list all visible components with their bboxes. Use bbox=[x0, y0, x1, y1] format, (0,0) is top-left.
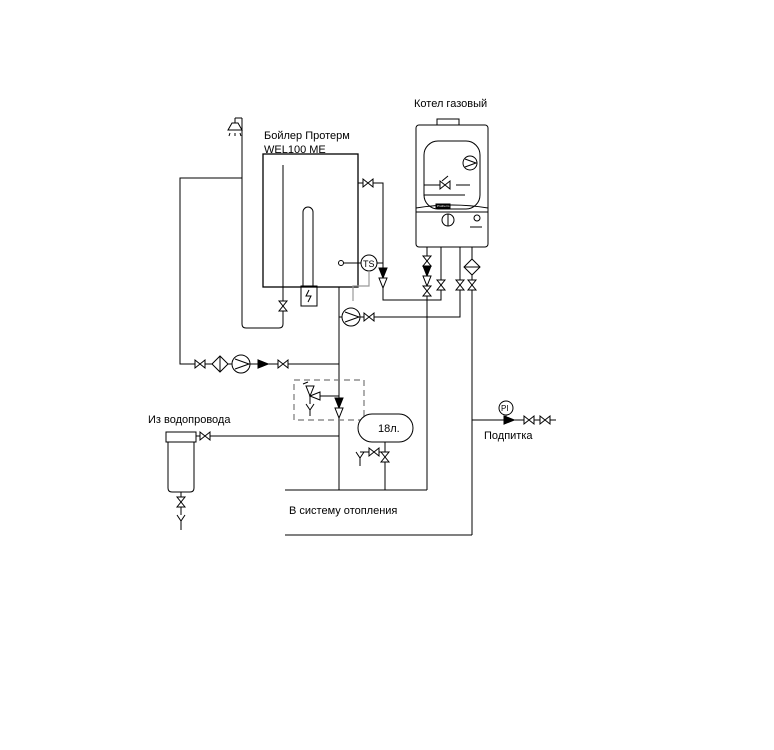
boiler-connection-valves bbox=[421, 247, 481, 535]
coil-return-valve-icon bbox=[363, 311, 375, 323]
electric-heater-icon bbox=[305, 289, 312, 303]
temperature-sensor: TS bbox=[360, 254, 378, 272]
recirc-valve-1-icon bbox=[194, 358, 206, 370]
coil-pump-icon bbox=[341, 307, 361, 327]
inlet-valve-icon bbox=[199, 430, 211, 442]
heating-element-box bbox=[300, 285, 318, 307]
temperature-sensor-label: TS bbox=[363, 259, 375, 269]
from-water-supply-label: Из водопровода bbox=[148, 414, 231, 426]
safety-relief-valve-icon bbox=[302, 381, 339, 416]
coil-outlet-valve-icon bbox=[362, 177, 374, 189]
coil-check-valve-icon bbox=[378, 267, 388, 290]
safety-group-box bbox=[293, 379, 365, 421]
expansion-tank-valve-icon bbox=[355, 446, 391, 466]
makeup-label: Подпитка bbox=[484, 430, 533, 442]
recirc-valve-2-icon bbox=[277, 358, 289, 370]
recirc-pump-icon bbox=[231, 354, 251, 374]
recirc-filter-icon bbox=[211, 355, 229, 373]
water-heater-tank bbox=[262, 153, 359, 307]
makeup-valves-icon bbox=[503, 414, 556, 426]
water-filter-icon bbox=[165, 431, 197, 530]
expansion-tank-volume-label: 18л. bbox=[378, 423, 400, 435]
to-heating-system-label: В систему отопления bbox=[289, 505, 397, 517]
water-heater-title-line2: WEL100 ME bbox=[264, 144, 326, 156]
pressure-indicator-label: PI bbox=[501, 404, 509, 413]
safety-check-valve-icon bbox=[334, 397, 344, 420]
gas-boiler: Protherm bbox=[415, 118, 489, 248]
water-heater-title-line1: Бойлер Протерм bbox=[264, 130, 350, 142]
heater-drain-valve-icon bbox=[277, 300, 289, 312]
gas-boiler-title: Котел газовый bbox=[414, 98, 487, 110]
expansion-tank: 18л. bbox=[357, 413, 414, 443]
recirc-check-valve-icon bbox=[257, 359, 270, 369]
pressure-indicator: PI bbox=[498, 400, 514, 420]
shower-head-icon bbox=[227, 117, 243, 137]
boiler-brand-badge: Protherm bbox=[437, 204, 450, 208]
